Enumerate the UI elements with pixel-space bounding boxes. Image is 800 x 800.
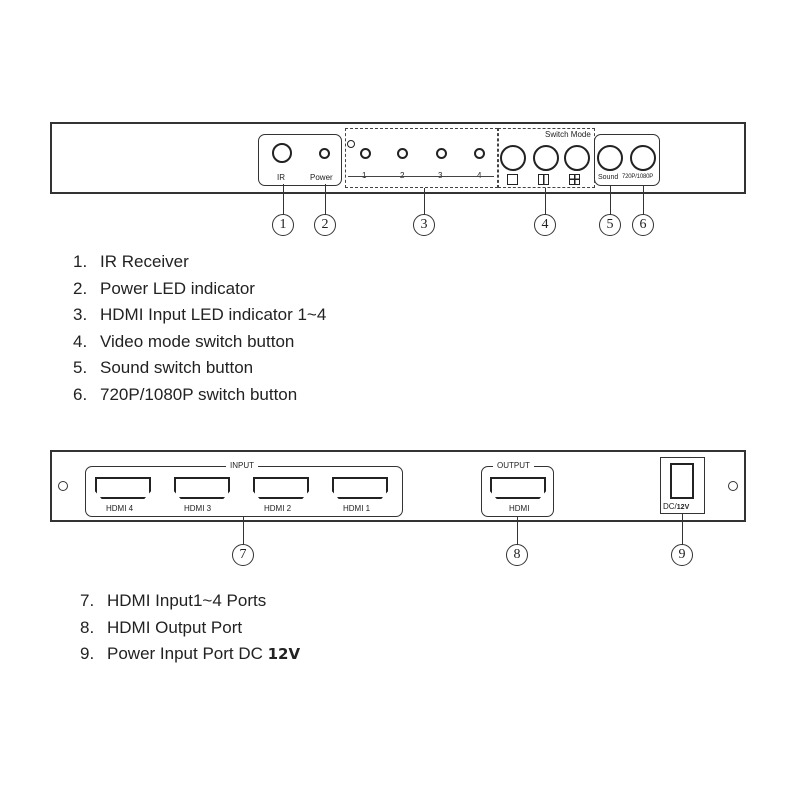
- leader-3: [424, 188, 425, 215]
- dc-port-jack: [670, 463, 694, 499]
- callout-1: 1: [272, 214, 294, 236]
- sound-res-frame: [594, 134, 660, 186]
- dc-voltage: 12V: [676, 504, 690, 511]
- list-item: 5.Sound switch button: [73, 358, 254, 377]
- dc-text: DC/: [663, 502, 677, 511]
- input-group-label: INPUT: [226, 461, 258, 470]
- hdmi-input-2-label: HDMI 2: [262, 504, 294, 513]
- callout-5: 5: [599, 214, 621, 236]
- hdmi-input-4-label: HDMI 4: [104, 504, 136, 513]
- input-led-3: [436, 148, 447, 159]
- leader-4: [545, 188, 546, 215]
- input-led-2: [397, 148, 408, 159]
- hdmi-input-3-label: HDMI 3: [182, 504, 214, 513]
- leader-2: [325, 184, 326, 215]
- input-led-group: [345, 128, 498, 188]
- front-legend-list: 1.IR Receiver 2.Power LED indicator 3.HD…: [73, 249, 326, 408]
- callout-8: 8: [506, 544, 528, 566]
- hdmi-output-label: HDMI: [507, 504, 532, 513]
- screw-left: [58, 481, 68, 491]
- split-screen-icon: [538, 174, 549, 185]
- list-item: 1.IR Receiver: [73, 252, 189, 271]
- sound-button[interactable]: [597, 145, 623, 171]
- power-led: [319, 148, 330, 159]
- leader-8: [517, 517, 518, 545]
- video-mode-button-1[interactable]: [500, 145, 526, 171]
- ir-receiver: [272, 143, 292, 163]
- resolution-button[interactable]: [630, 145, 656, 171]
- leader-9: [682, 514, 683, 545]
- input-led-small: [347, 140, 355, 148]
- hdmi-input-2-port: [253, 477, 309, 499]
- list-item: 6.720P/1080P switch button: [73, 384, 298, 404]
- switch-mode-label: Switch Mode: [543, 130, 593, 139]
- leader-6: [643, 186, 644, 215]
- leader-1: [283, 184, 284, 215]
- voltage-value: 12V: [267, 645, 301, 663]
- dc-port-frame: [660, 457, 705, 514]
- single-screen-icon: [507, 174, 518, 185]
- input-led-label-2: 2: [400, 171, 405, 180]
- ir-label: IR: [277, 173, 285, 182]
- input-led-4: [474, 148, 485, 159]
- power-label: Power: [310, 173, 333, 182]
- output-group-label: OUTPUT: [493, 461, 534, 470]
- callout-2: 2: [314, 214, 336, 236]
- callout-3: 3: [413, 214, 435, 236]
- video-mode-button-2[interactable]: [533, 145, 559, 171]
- resolution-label: 720P/1080P: [622, 174, 654, 180]
- hdmi-input-3-port: [174, 477, 230, 499]
- input-led-dash-line: [348, 176, 494, 177]
- quad-screen-icon: [569, 174, 580, 185]
- rear-legend-list: 7.HDMI Input1~4 Ports 8.HDMI Output Port…: [80, 588, 300, 668]
- callout-4: 4: [534, 214, 556, 236]
- hdmi-output-port: [490, 477, 546, 499]
- list-item: 7.HDMI Input1~4 Ports: [80, 591, 267, 610]
- list-item: 3.HDMI Input LED indicator 1~4: [73, 305, 327, 324]
- callout-7: 7: [232, 544, 254, 566]
- hdmi-input-1-label: HDMI 1: [341, 504, 373, 513]
- screw-right: [728, 481, 738, 491]
- leader-7: [243, 517, 244, 545]
- list-item: 4.Video mode switch button: [73, 331, 295, 351]
- hdmi-input-4-port: [95, 477, 151, 499]
- hdmi-input-1-port: [332, 477, 388, 499]
- ir-power-frame: [258, 134, 342, 186]
- leader-5: [610, 186, 611, 215]
- sound-label: Sound: [598, 174, 619, 181]
- list-item: 9.Power Input Port DC 12V: [80, 644, 301, 663]
- dc-label: DC/12V: [663, 502, 689, 511]
- input-led-label-3: 3: [438, 171, 443, 180]
- input-led-label-4: 4: [477, 171, 482, 180]
- list-item: 8.HDMI Output Port: [80, 617, 243, 637]
- video-mode-button-3[interactable]: [564, 145, 590, 171]
- input-led-label-1: 1: [362, 171, 367, 180]
- list-item: 2.Power LED indicator: [73, 278, 255, 298]
- input-led-1: [360, 148, 371, 159]
- callout-6: 6: [632, 214, 654, 236]
- callout-9: 9: [671, 544, 693, 566]
